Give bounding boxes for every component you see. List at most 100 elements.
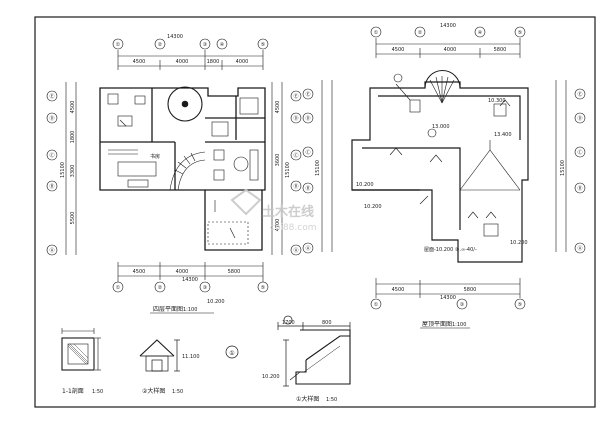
right-plan-labels: 14300 4500 4000 5800 ① ② ④ ⑤ Ⓔ Ⓓ Ⓒ Ⓑ Ⓐ Ⓔ… — [305, 23, 582, 328]
roof-level-3: 13.400 — [494, 132, 512, 138]
roof-axis-left-c: Ⓒ — [305, 149, 310, 156]
roof-axis-right-c: Ⓒ — [577, 149, 582, 156]
roof-axis-top-1: ① — [374, 30, 379, 36]
roof-axis-markers-top — [370, 26, 526, 38]
round-room — [167, 86, 203, 122]
roof-axis-bottom-3: ⑤ — [518, 302, 522, 308]
roof-level-5: 10.200 — [510, 240, 528, 246]
roof-right-total: 15100 — [560, 160, 566, 176]
left-axis-bottom-4: ⑤ — [261, 285, 265, 291]
roof-level-2: 13.000 — [432, 124, 450, 130]
detail-2 — [139, 339, 180, 372]
left-level-mark: 10.200 — [207, 299, 225, 305]
roof-top-total: 14300 — [440, 23, 456, 29]
left-top-total: 14300 — [167, 34, 183, 40]
left-top-dim-3: 1800 — [207, 59, 220, 65]
left-axis-side-b: Ⓑ — [49, 183, 54, 190]
roof-axis-top-3: ④ — [478, 30, 483, 36]
right-side-dim-3: 4700 — [275, 219, 281, 232]
section-1-1-label: 1-1剖面 — [62, 387, 84, 395]
curved-stair — [169, 151, 206, 191]
roof-axis-markers-right — [574, 88, 586, 254]
detail-2-level: 11.100 — [182, 354, 200, 360]
spiral-roof — [424, 70, 461, 104]
roof-bottom-total: 14300 — [440, 295, 456, 301]
detail-1-marker: ① — [229, 350, 234, 357]
left-bottom-total: 14300 — [182, 277, 198, 283]
bed — [239, 97, 259, 115]
detail-1-scale: 1:50 — [326, 397, 337, 403]
roof-axis-left-b: Ⓑ — [305, 185, 310, 192]
roof-plan — [302, 26, 586, 310]
roof-outline — [351, 81, 529, 263]
roof-top-dim-2: 4000 — [444, 47, 457, 53]
watermark-brand: 土木在线 — [262, 204, 314, 220]
right-side-dim-1: 4500 — [275, 101, 281, 114]
left-axis-side-a: Ⓐ — [49, 247, 54, 254]
fourth-floor-plan — [46, 38, 302, 293]
detail-2-scale: 1:50 — [172, 389, 183, 395]
roof-left-total: 15100 — [315, 160, 321, 176]
roof-axis-left-e: Ⓔ — [305, 91, 310, 98]
roof-axis-left-a: Ⓐ — [305, 245, 310, 252]
left-axis-top-2: ② — [158, 42, 163, 48]
detail-2-label: ②大样图 — [142, 387, 165, 395]
section-1-1-scale: 1:50 — [92, 389, 103, 395]
detail-1-level: 10.200 — [262, 374, 280, 380]
roof-axis-right-a: Ⓐ — [577, 245, 582, 252]
cabinet — [249, 149, 259, 181]
left-axis-top-3: ③ — [203, 42, 207, 48]
roof-axis-markers-left — [302, 88, 314, 254]
left-axis-bottom-3: ③ — [203, 285, 207, 291]
detail-1 — [277, 315, 351, 387]
left-axis-side-c: Ⓒ — [49, 152, 54, 159]
floor-walls — [99, 87, 266, 251]
roof-axis-markers-bottom — [370, 298, 526, 310]
left-axis-right-d: Ⓓ — [293, 115, 298, 122]
sheet-frame — [34, 16, 596, 408]
left-side-dim-3: 3300 — [70, 165, 76, 178]
hip-roof — [459, 140, 521, 191]
table — [127, 179, 149, 188]
roof-level-1: 10.300 — [488, 98, 506, 104]
axis-markers-left — [46, 90, 58, 256]
roof-plan-title: 屋顶平面图 — [422, 321, 452, 328]
left-top-dim-4: 4000 — [236, 59, 249, 65]
left-top-dim-1: 4500 — [133, 59, 146, 65]
left-axis-bottom-1: ① — [116, 285, 121, 291]
left-axis-top-4: ④ — [220, 42, 225, 48]
roof-bottom-dim-1: 4500 — [392, 287, 405, 293]
left-plan-scale: 1:100 — [183, 307, 197, 313]
roof-axis-right-b: Ⓑ — [577, 185, 582, 192]
left-axis-side-d: Ⓓ — [49, 115, 54, 122]
axis-markers-bottom — [112, 281, 269, 293]
roof-level-4: 10.200 — [356, 182, 374, 188]
roof-top-dim-3: 5800 — [494, 47, 507, 53]
left-axis-right-c: Ⓒ — [293, 152, 298, 159]
left-plan-title: 四层平面图 — [153, 306, 183, 313]
sofa — [117, 161, 157, 177]
left-side-dim-2: 1800 — [70, 131, 76, 144]
roof-axis-bottom-2: ③ — [460, 302, 464, 308]
right-side-total: 15100 — [285, 162, 291, 178]
left-axis-top-1: ① — [116, 42, 121, 48]
watermark-logo-icon — [230, 188, 262, 216]
roof-axis-right-e: Ⓔ — [577, 91, 582, 98]
left-axis-side-e: Ⓔ — [49, 93, 54, 100]
left-axis-top-5: ⑤ — [261, 42, 265, 48]
left-side-dim-1: 4500 — [70, 101, 76, 114]
watermark: 土木在线 coi88.com — [230, 188, 317, 233]
roof-axis-left-d: Ⓓ — [305, 115, 310, 122]
left-bottom-dim-2: 4000 — [176, 269, 189, 275]
roof-axis-bottom-1: ① — [374, 302, 379, 308]
roof-top-dim-1: 4500 — [392, 47, 405, 53]
left-bottom-dim-1: 4500 — [133, 269, 146, 275]
left-axis-right-a: Ⓐ — [293, 247, 298, 254]
roof-note: 屋面-10.200 ②.∞-40/- — [424, 247, 477, 253]
left-top-dim-2: 4000 — [176, 59, 189, 65]
detail-1-dim-2: 800 — [322, 320, 332, 326]
axis-markers-top — [112, 38, 269, 50]
watermark-url: coi88.com — [270, 223, 317, 233]
left-side-total: 15100 — [60, 162, 66, 178]
